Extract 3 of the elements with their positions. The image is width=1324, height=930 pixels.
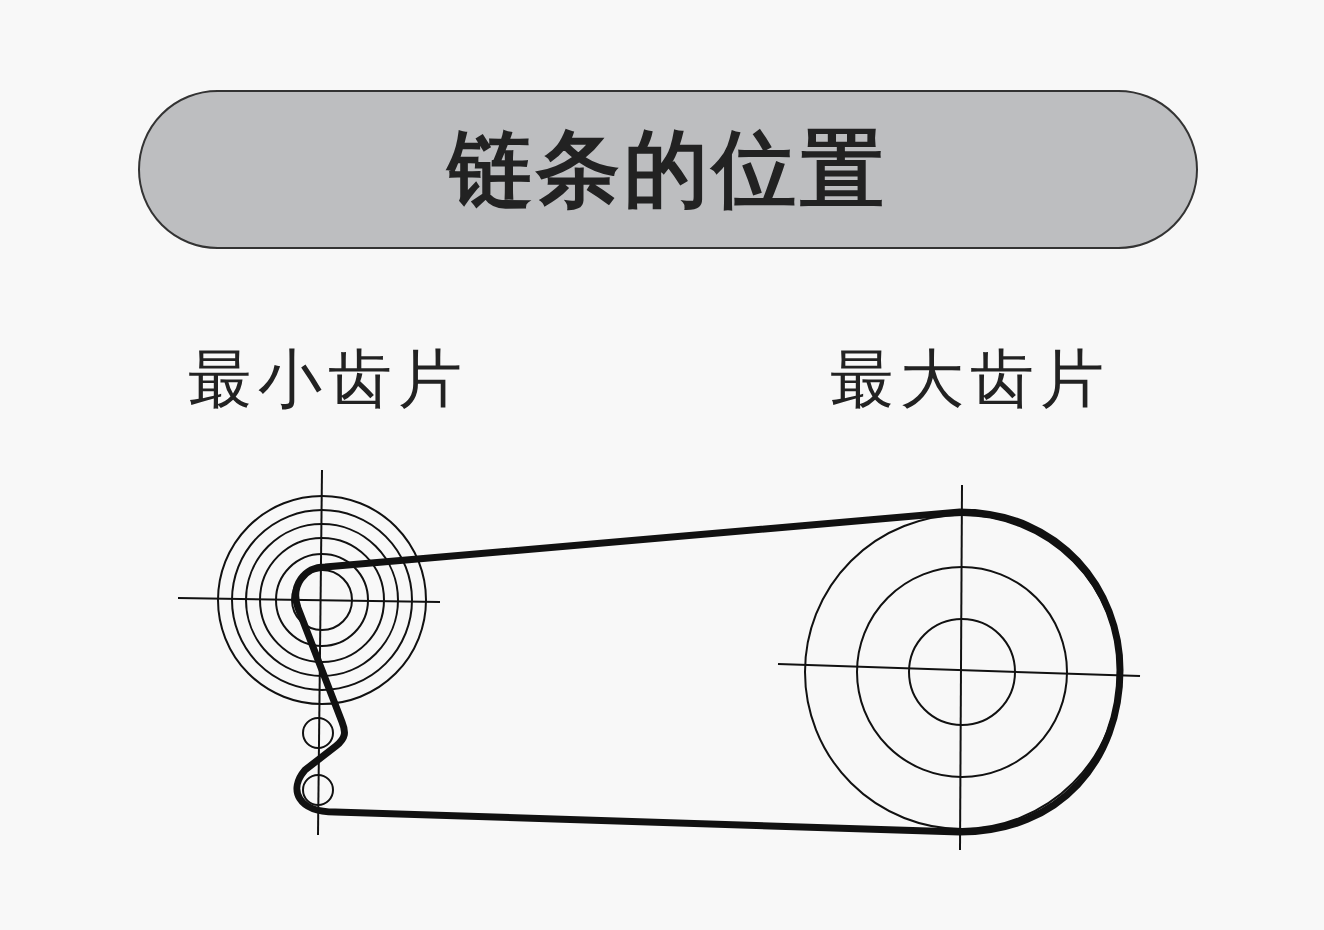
title-banner: 链条的位置 <box>138 90 1198 249</box>
sprocket-label: 最小齿片 <box>188 341 468 418</box>
sprocket-label: 最大齿片 <box>830 341 1110 418</box>
